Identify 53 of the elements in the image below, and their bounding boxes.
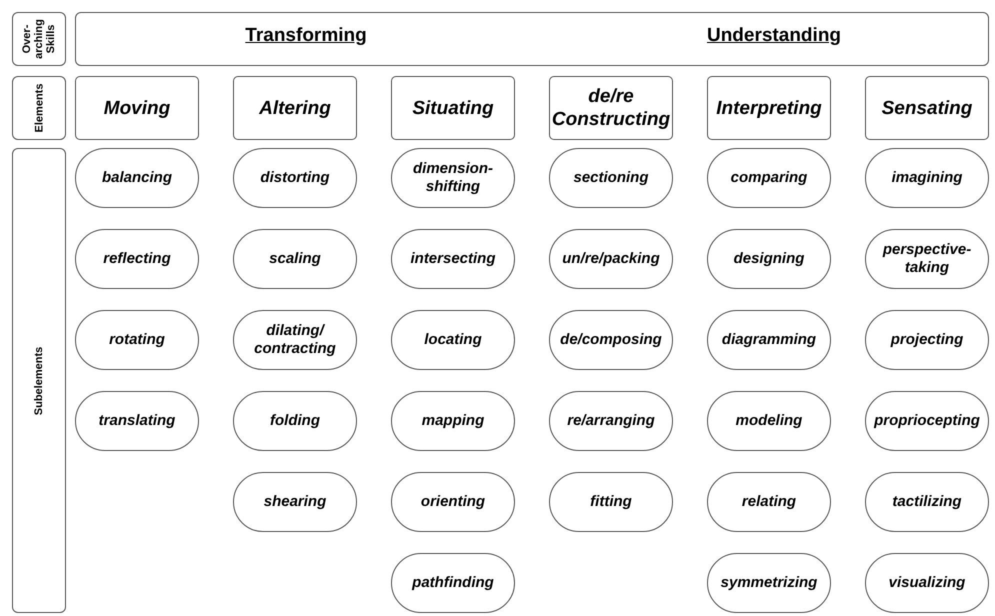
subelement-label: shearing (264, 493, 326, 511)
skill-heading: Understanding (706, 25, 842, 47)
subelement-label: reflecting (103, 250, 171, 268)
subelement-label: dilating/ contracting (253, 322, 337, 358)
skills-band (75, 12, 989, 66)
subelement-label: un/re/packing (562, 250, 660, 268)
subelement-label: symmetrizing (720, 574, 818, 592)
subelement-label: tactilizing (892, 493, 962, 511)
subelement-label: intersecting (410, 250, 496, 268)
header-cell (12, 76, 66, 140)
header-cell (12, 148, 66, 613)
subelement-label: designing (734, 250, 804, 268)
element-label: Altering (259, 96, 331, 120)
subelement-label: locating (424, 331, 482, 349)
subelement-label: pathfinding (412, 574, 494, 592)
subelement-label: de/composing (560, 331, 662, 349)
element-box (233, 76, 357, 140)
element-label: Interpreting (716, 96, 822, 120)
element-label: Moving (104, 96, 170, 120)
element-box (865, 76, 989, 140)
subelement-label: sectioning (573, 169, 648, 187)
element-label: Sensating (882, 96, 972, 120)
subelement-label: relating (742, 493, 796, 511)
subelement-label: dimension- shifting (412, 160, 494, 196)
subelement-label: propriocepting (874, 412, 980, 430)
subelement-label: visualizing (888, 574, 966, 592)
element-box (75, 76, 199, 140)
element-box (549, 76, 673, 140)
skill-heading: Transforming (244, 25, 368, 47)
header-cell (12, 12, 66, 66)
subelement-label: perspective- taking (882, 241, 972, 277)
subelement-label: scaling (269, 250, 321, 268)
element-label: de/re Constructing (552, 85, 670, 131)
header-label: Subelements (33, 346, 45, 415)
subelement-label: re/arranging (567, 412, 655, 430)
subelement-label: mapping (422, 412, 484, 430)
subelement-label: folding (270, 412, 320, 430)
element-box (391, 76, 515, 140)
header-label: Elements (33, 84, 45, 132)
subelement-label: modeling (736, 412, 802, 430)
subelement-label: imagining (892, 169, 962, 187)
element-box (707, 76, 831, 140)
subelement-label: fitting (590, 493, 632, 511)
element-label: Situating (412, 96, 494, 120)
subelement-label: orienting (420, 493, 486, 511)
subelement-label: projecting (890, 331, 964, 349)
subelement-label: translating (98, 412, 176, 430)
subelement-label: diagramming (722, 331, 816, 349)
subelement-label: distorting (260, 169, 330, 187)
subelement-label: rotating (109, 331, 165, 349)
subelement-label: comparing (730, 169, 808, 187)
header-label: Over- arching Skills (21, 18, 57, 61)
subelement-label: balancing (102, 169, 172, 187)
